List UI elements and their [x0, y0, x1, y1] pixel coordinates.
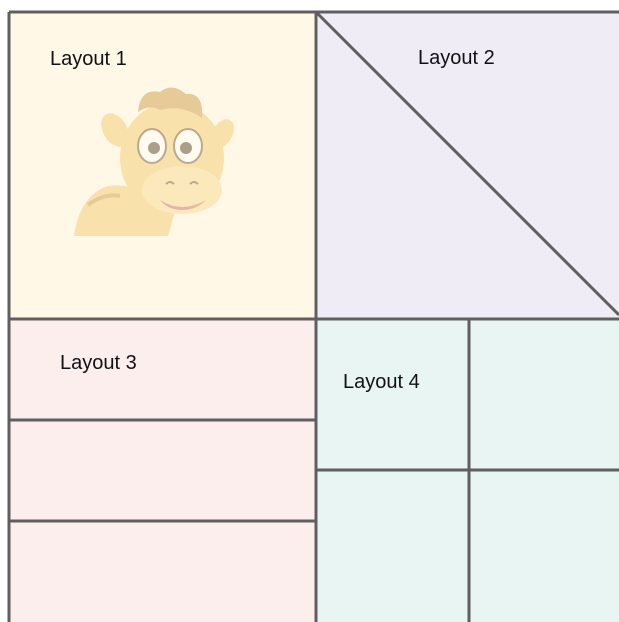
layout-2-label: Layout 2 [418, 47, 495, 69]
layout-3-label: Layout 3 [60, 352, 137, 374]
layout-3-panel [9, 319, 316, 622]
camel-muzzle [142, 166, 222, 214]
layout-4-label: Layout 4 [343, 371, 420, 393]
layout-1-label: Layout 1 [50, 48, 127, 70]
